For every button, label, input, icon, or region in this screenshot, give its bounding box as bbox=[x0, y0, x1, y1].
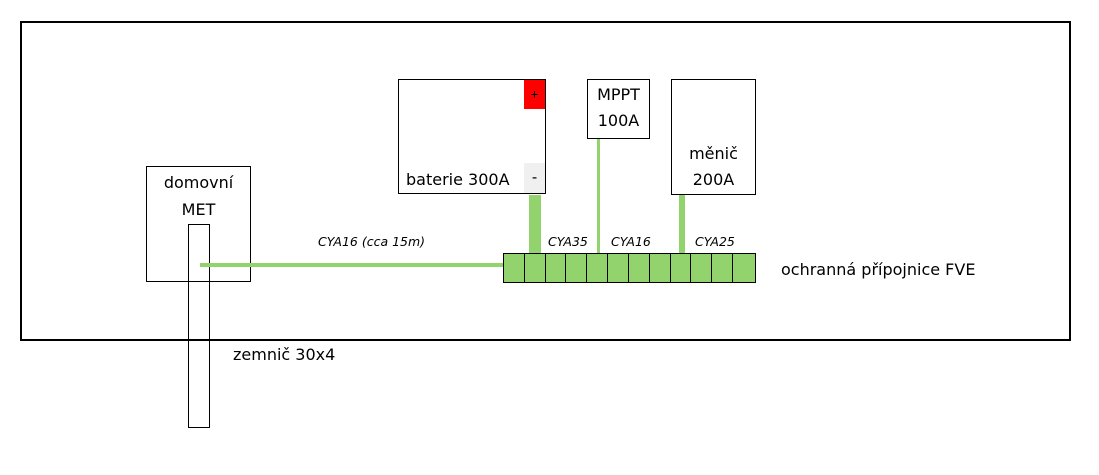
busbar-terminal bbox=[566, 254, 588, 282]
busbar-label: ochranná přípojnice FVE bbox=[781, 260, 976, 279]
enclosure-outline bbox=[20, 21, 1071, 341]
mppt-earth-wire bbox=[597, 139, 600, 255]
inverter-label-line2: 200A bbox=[692, 170, 735, 189]
busbar-terminal bbox=[712, 254, 734, 282]
battery-earth-wire bbox=[529, 195, 541, 255]
protective-busbar bbox=[503, 253, 756, 283]
main-earth-wire-start bbox=[200, 263, 252, 267]
busbar-terminal bbox=[691, 254, 713, 282]
busbar-terminal bbox=[524, 254, 546, 282]
busbar-terminal bbox=[733, 254, 754, 282]
minus-sign: - bbox=[531, 169, 538, 186]
mppt-box: MPPT 100A bbox=[587, 79, 650, 139]
battery-plus-terminal: + bbox=[524, 80, 545, 109]
battery-box: + - baterie 300A bbox=[398, 79, 546, 194]
mppt-label-line1: MPPT bbox=[597, 85, 640, 104]
ground-rod-label: zemnič 30x4 bbox=[233, 345, 336, 364]
busbar-terminal bbox=[545, 254, 567, 282]
busbar-terminal bbox=[670, 254, 692, 282]
mppt-cable-label: CYA16 bbox=[611, 234, 651, 249]
inverter-box: měnič 200A bbox=[671, 79, 756, 195]
busbar-terminal bbox=[504, 254, 525, 282]
met-label-line1: domovní bbox=[163, 173, 234, 192]
busbar-terminal bbox=[649, 254, 671, 282]
battery-minus-terminal: - bbox=[524, 163, 545, 193]
ground-rod bbox=[188, 224, 210, 428]
inverter-label-line1: měnič bbox=[689, 144, 738, 163]
battery-label: baterie 300A bbox=[406, 170, 510, 189]
plus-sign: + bbox=[530, 86, 539, 102]
main-earth-wire bbox=[200, 263, 505, 267]
main-cable-label: CYA16 (cca 15m) bbox=[318, 234, 426, 249]
mppt-label-line2: 100A bbox=[597, 111, 640, 130]
busbar-terminal bbox=[629, 254, 650, 282]
busbar-terminal bbox=[587, 254, 609, 282]
busbar-terminal bbox=[608, 254, 629, 282]
met-label-line2: MET bbox=[181, 200, 216, 219]
inverter-earth-wire bbox=[679, 195, 685, 255]
inverter-cable-label: CYA25 bbox=[695, 234, 735, 249]
battery-cable-label: CYA35 bbox=[548, 234, 588, 249]
